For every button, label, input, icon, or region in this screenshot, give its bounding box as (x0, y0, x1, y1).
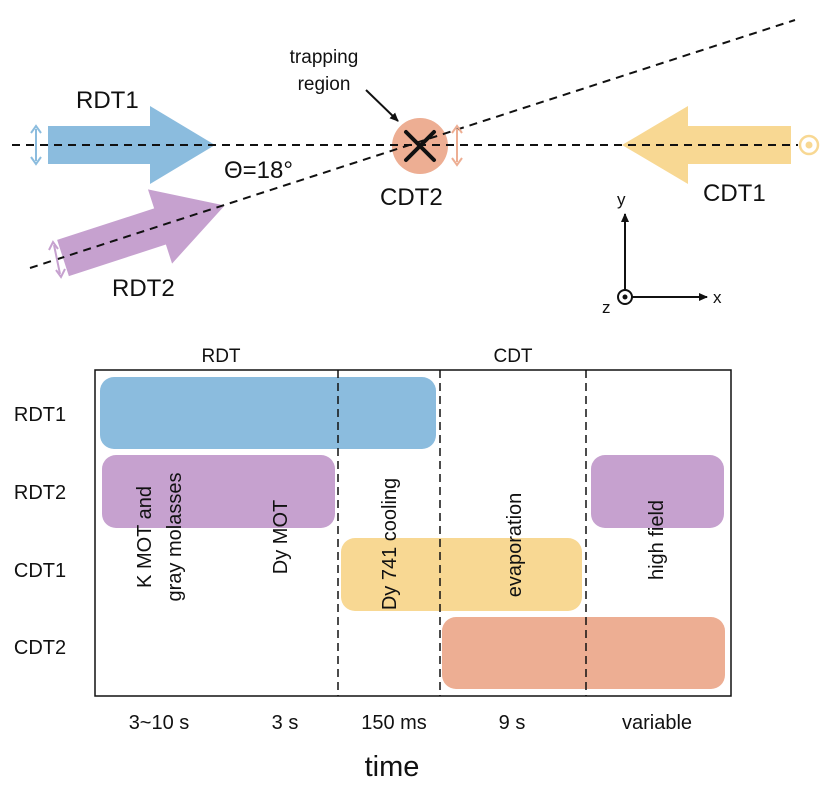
rdt1-beam-label: RDT1 (76, 87, 139, 114)
cdt-section-label: CDT (493, 346, 532, 367)
row-label-cdt1: CDT1 (14, 560, 66, 582)
row-label-rdt2: RDT2 (14, 482, 66, 504)
rdt2-timeline-bar-high-field (591, 455, 724, 528)
cdt1-timeline-bar (341, 538, 582, 611)
trapping-region-pointer-arrow (365, 89, 399, 122)
rdt2-polarization-arrow-icon (48, 240, 66, 279)
stage-label-k-mot-line2: gray molasses (164, 473, 186, 602)
stage-label-dy-mot: Dy MOT (270, 500, 292, 574)
rdt2-timeline-bar-loading (102, 455, 335, 528)
rdt1-polarization-arrow-icon (30, 124, 42, 166)
cdt1-beam-arrow (622, 106, 791, 184)
cdt1-beam-label: CDT1 (703, 180, 766, 207)
beam-geometry-panel: RDT1 RDT2 CDT1 CDT2 Θ=18° trapping regio… (12, 19, 820, 317)
trapping-region-label-line2: region (298, 74, 351, 95)
duration-label-evaporation: 9 s (499, 712, 526, 734)
trapping-region-label-line1: trapping (290, 47, 359, 68)
stage-label-k-mot-line1: K MOT and (134, 486, 156, 588)
y-axis-label: y (617, 190, 626, 209)
cdt1-polarization-dot-icon (798, 134, 820, 156)
angle-label: Θ=18° (224, 157, 293, 184)
duration-label-dy-741: 150 ms (361, 712, 427, 734)
coordinate-axes: y x z (602, 190, 722, 317)
rdt2-beam-label: RDT2 (112, 275, 175, 302)
rdt-section-label: RDT (201, 346, 240, 367)
cdt2-beam-label: CDT2 (380, 184, 443, 211)
row-label-cdt2: CDT2 (14, 637, 66, 659)
row-label-rdt1: RDT1 (14, 404, 66, 426)
rdt1-timeline-bar (100, 377, 436, 449)
stage-label-dy-741-cooling: Dy 741 cooling (379, 478, 401, 610)
z-axis-label: z (602, 298, 611, 317)
cdt2-polarization-arrow-icon (451, 124, 463, 167)
cdt2-timeline-bar (442, 617, 725, 689)
stage-label-high-field: high field (646, 500, 668, 580)
duration-label-dy-mot: 3 s (272, 712, 299, 734)
stage-label-evaporation: evaporation (504, 493, 526, 598)
timeline-panel: RDT CDT RDT1 RDT2 CDT1 CDT2 K MOT and gr… (14, 346, 732, 783)
duration-label-high-field: variable (622, 712, 692, 734)
cross-mark-icon (404, 130, 436, 162)
time-axis-label: time (365, 751, 420, 783)
x-axis-label: x (713, 288, 722, 307)
timeline-frame (94, 369, 732, 697)
duration-label-k-mot: 3~10 s (129, 712, 190, 734)
